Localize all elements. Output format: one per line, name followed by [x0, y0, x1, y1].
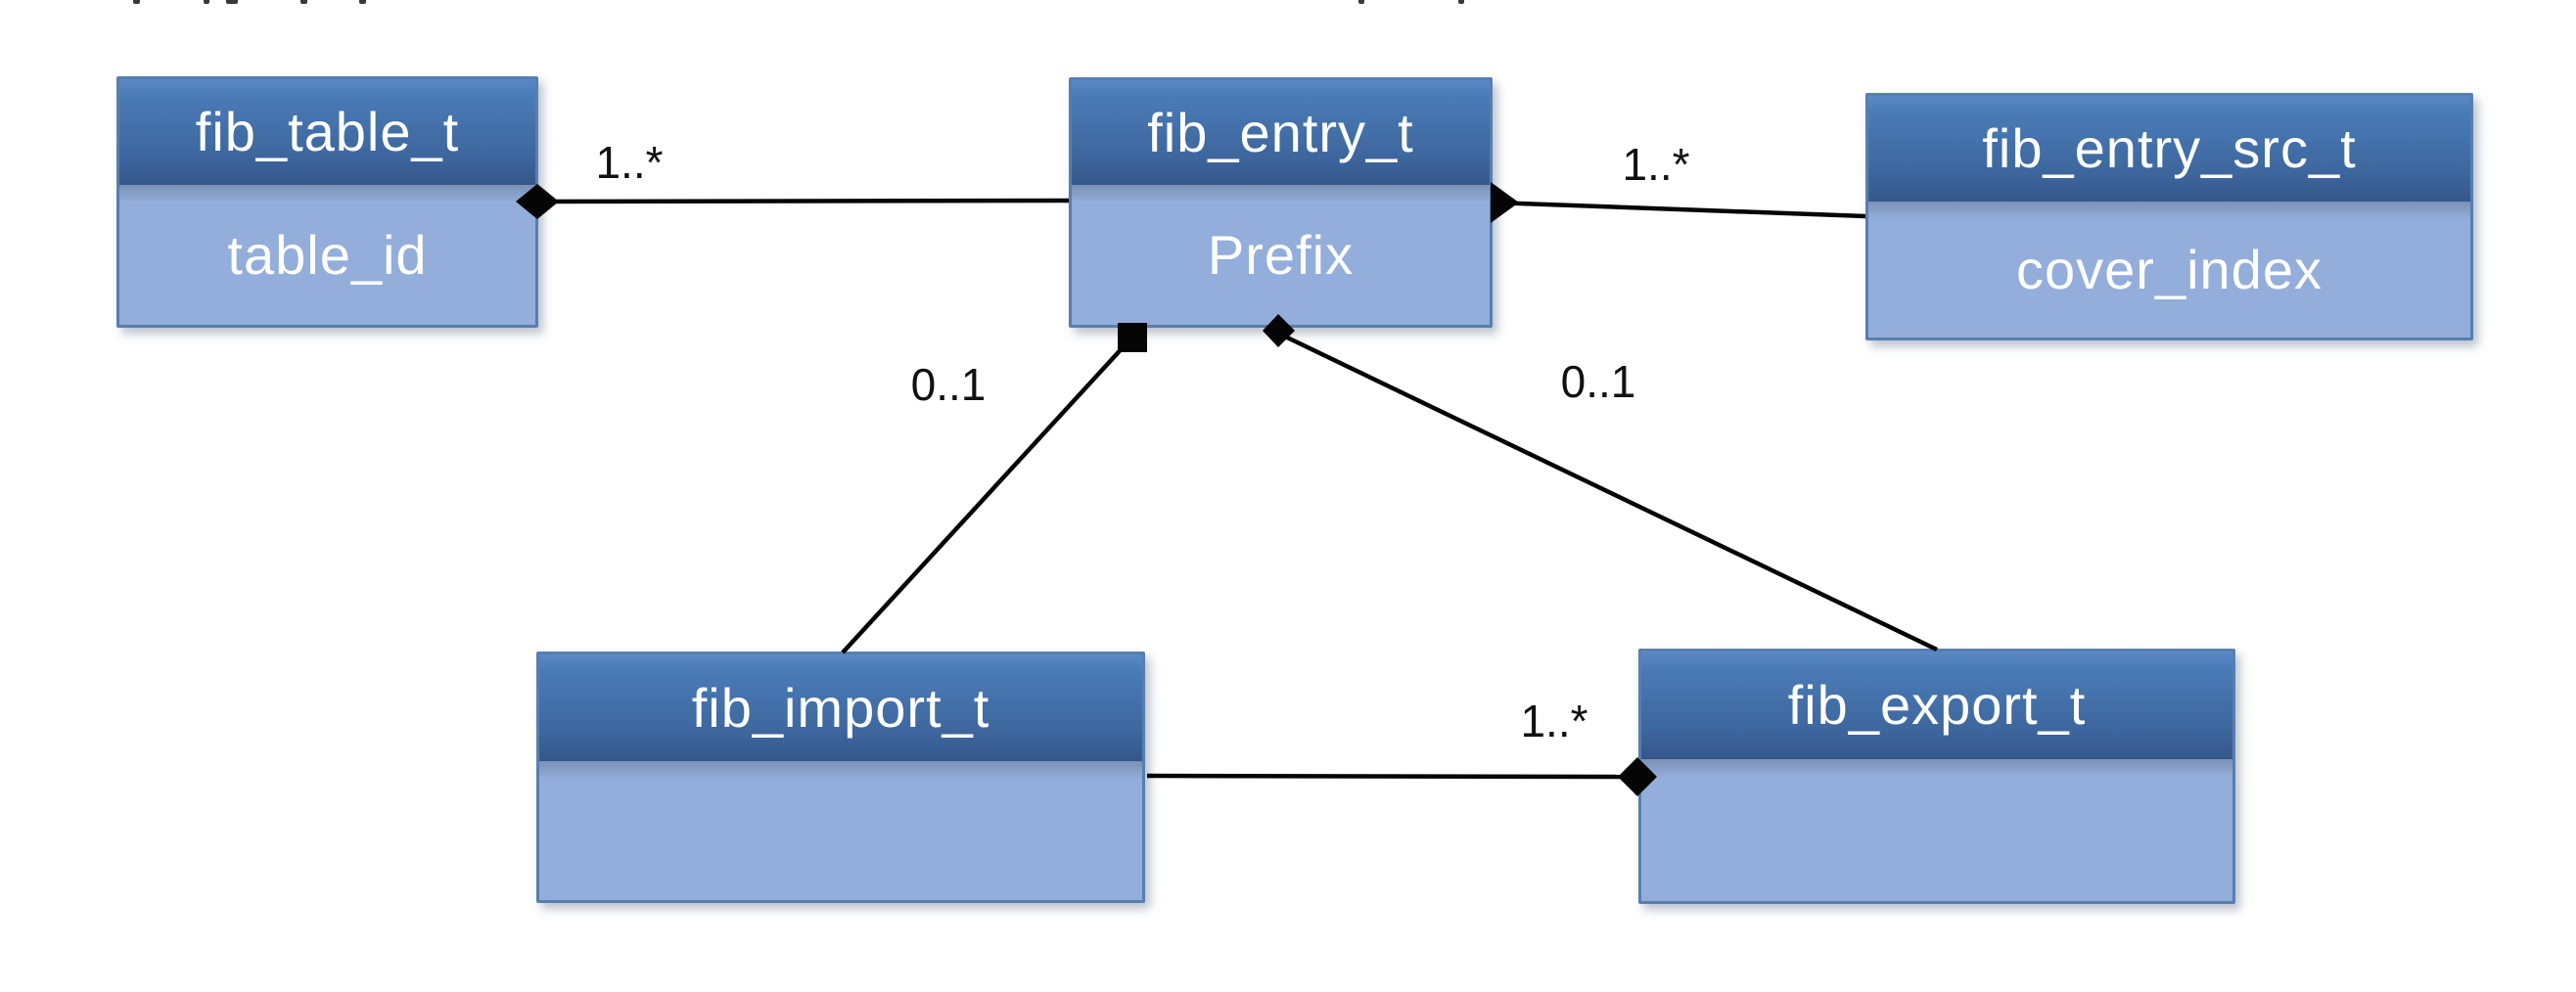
cropped-text-fragment [300, 0, 307, 4]
class-title: fib_table_t [195, 101, 460, 162]
class-attributes [539, 761, 1142, 900]
class-header: fib_import_t [539, 654, 1142, 761]
class-box-fib-table-t: fib_table_t table_id [116, 76, 538, 328]
class-header: fib_entry_t [1072, 80, 1490, 185]
class-title: fib_export_t [1787, 674, 2087, 736]
composition-diamond-entry-end [1491, 182, 1519, 223]
class-title: fib_entry_t [1147, 101, 1414, 163]
multiplicity-label-entry-src: 1..* [1622, 139, 1690, 190]
class-header: fib_table_t [119, 79, 535, 185]
multiplicity-label-entry-import: 0..1 [910, 359, 987, 410]
class-header: fib_entry_src_t [1868, 96, 2470, 202]
class-box-fib-entry-src-t: fib_entry_src_t cover_index [1865, 93, 2473, 340]
cropped-text-fragment [1358, 0, 1364, 4]
class-attributes: table_id [119, 185, 535, 325]
association-line-entry-src [1492, 200, 1866, 219]
class-header: fib_export_t [1641, 652, 2232, 759]
cropped-text-fragment [1458, 0, 1464, 4]
class-attributes [1641, 759, 2232, 901]
class-box-fib-export-t: fib_export_t [1638, 649, 2235, 904]
association-line-import-export [1146, 773, 1638, 780]
class-attributes: cover_index [1868, 202, 2470, 338]
multiplicity-label-import-export: 1..* [1520, 696, 1588, 746]
class-box-fib-import-t: fib_import_t [536, 652, 1145, 903]
class-attribute: Prefix [1207, 224, 1355, 286]
cropped-text-fragment [359, 0, 366, 4]
multiplicity-label-entry-export: 0..1 [1560, 356, 1636, 407]
class-title: fib_import_t [691, 676, 990, 739]
association-line-table-entry [536, 198, 1070, 204]
cropped-text-fragment [204, 0, 209, 4]
class-attribute: table_id [227, 224, 428, 286]
class-attributes: Prefix [1072, 185, 1490, 325]
cropped-text-fragment [133, 0, 140, 4]
cropped-text-fragment [226, 0, 238, 4]
class-attribute: cover_index [2016, 239, 2323, 300]
class-box-fib-entry-t: fib_entry_t Prefix [1069, 77, 1493, 328]
multiplicity-label-table-entry: 1..* [595, 137, 664, 188]
class-title: fib_entry_src_t [1982, 117, 2357, 179]
